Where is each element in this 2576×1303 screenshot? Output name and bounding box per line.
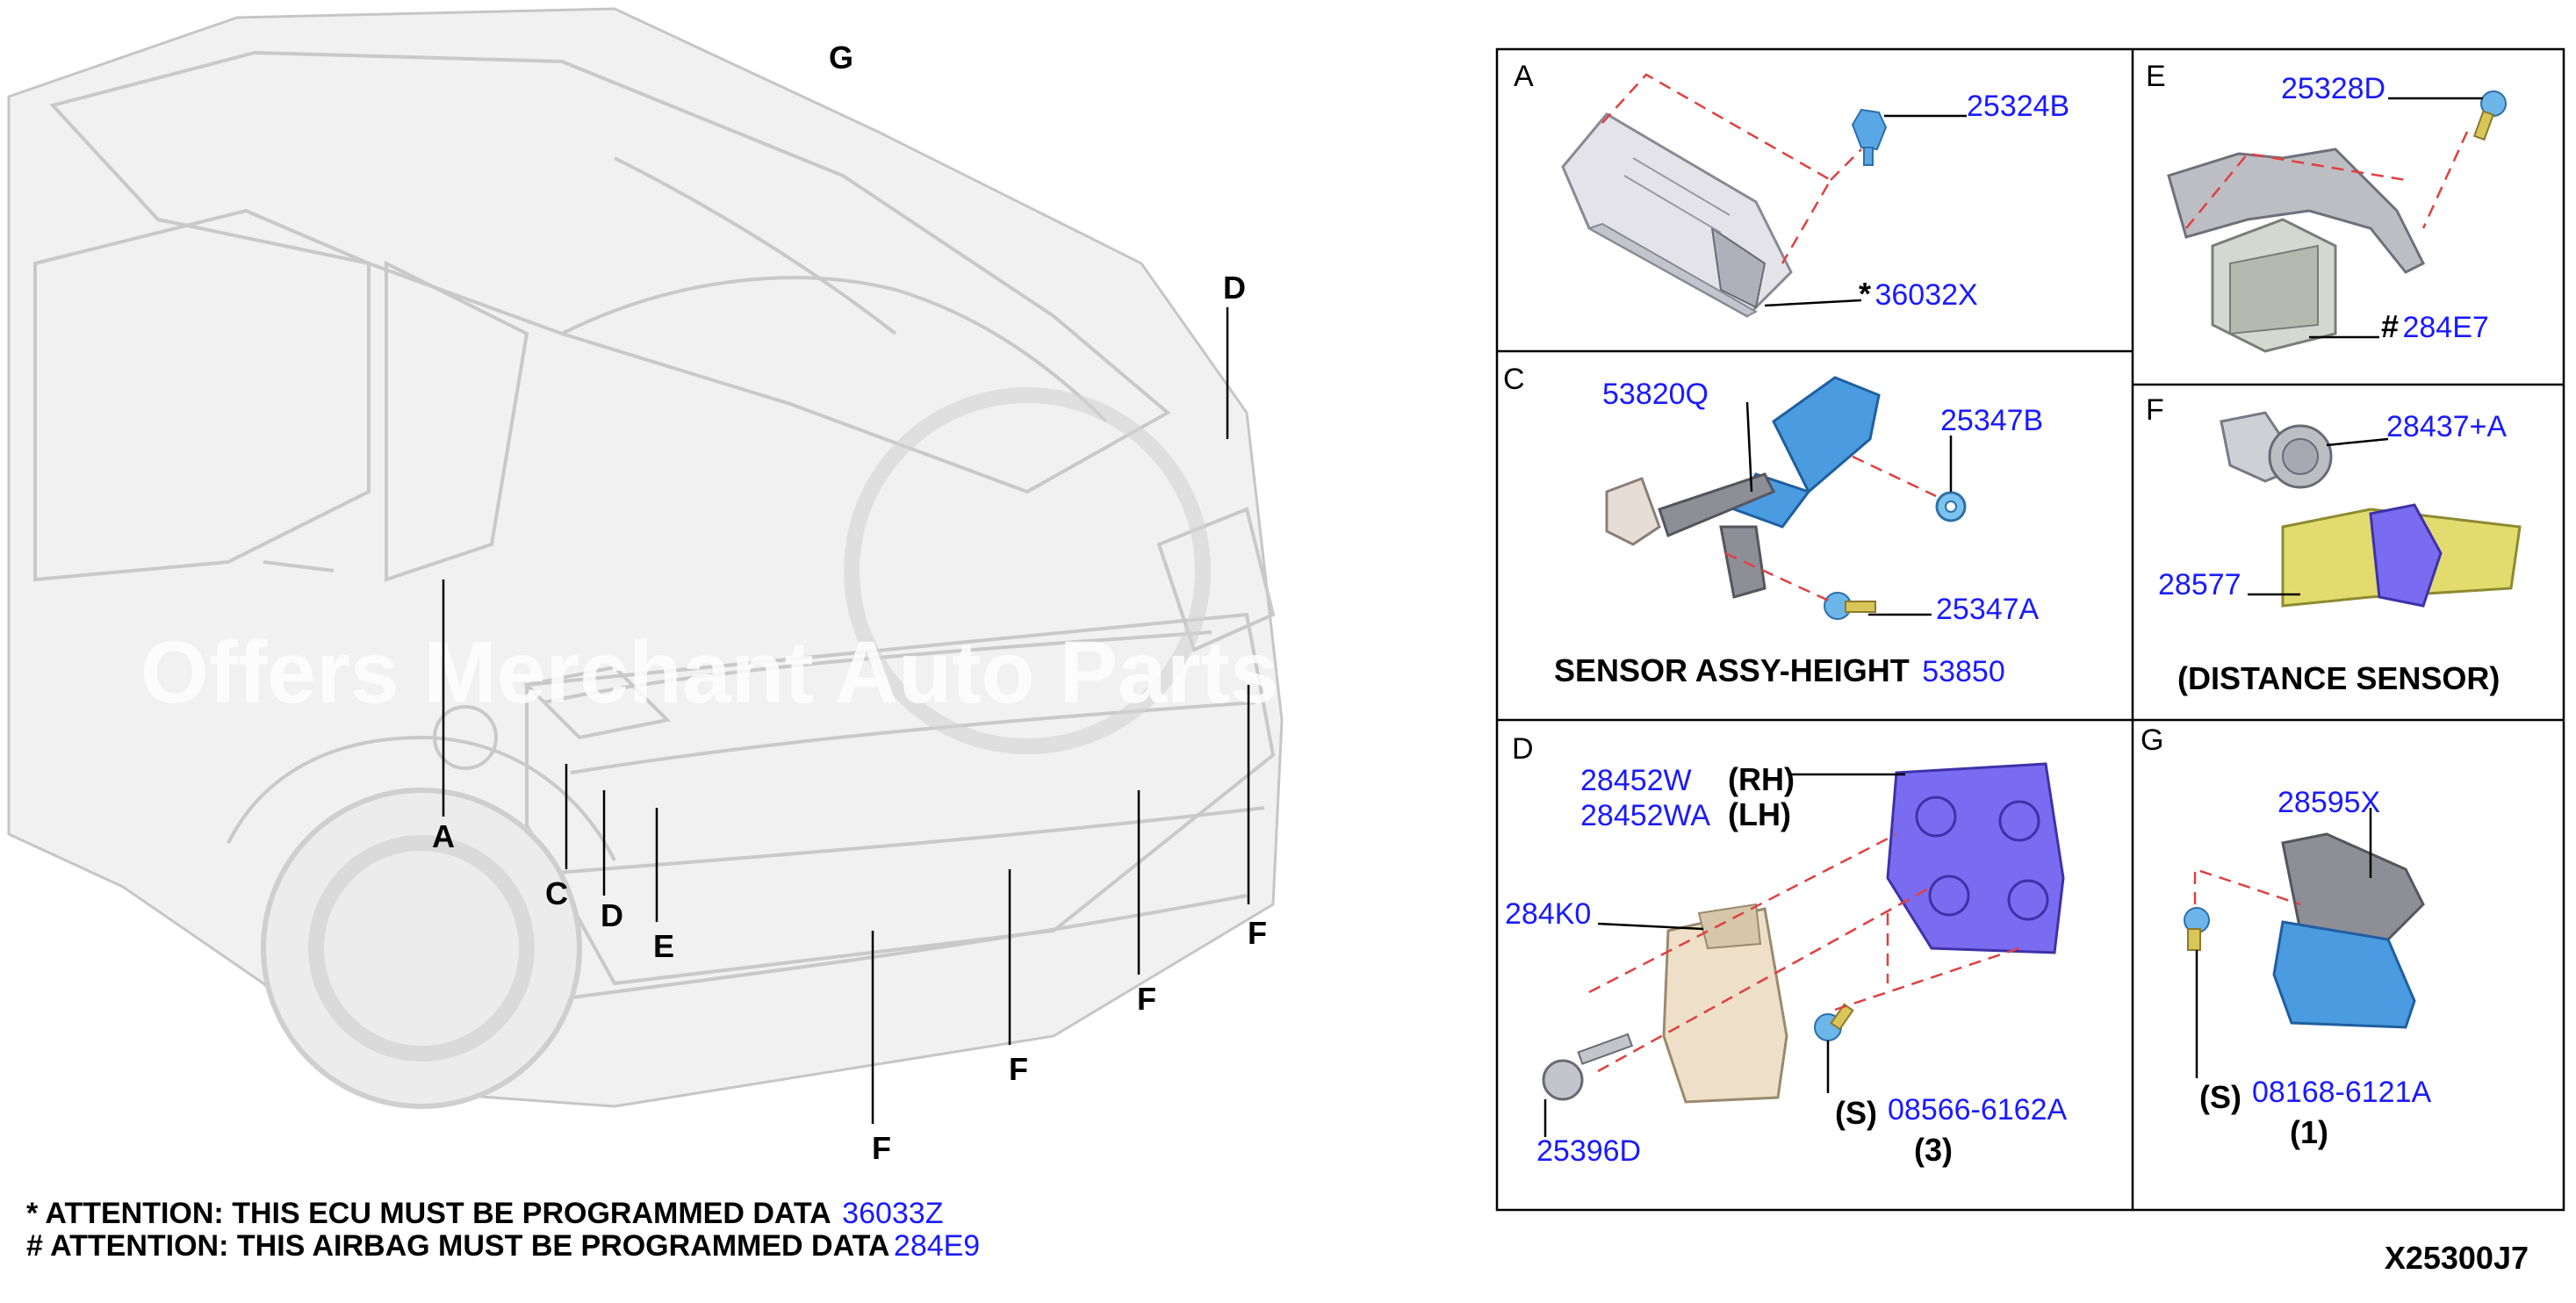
panel-c-caption-line: SENSOR ASSY-HEIGHT 53850 bbox=[1554, 652, 2005, 688]
panel-g-part-unit: 28595X bbox=[2277, 786, 2380, 819]
attention-ecu: * ATTENTION: THIS ECU MUST BE PROGRAMMED… bbox=[26, 1197, 944, 1230]
callout-f-3: F bbox=[1009, 1051, 1028, 1087]
panel-a-label: A bbox=[1514, 60, 1534, 93]
attention-airbag-text: # ATTENTION: THIS AIRBAG MUST BE PROGRAM… bbox=[26, 1229, 889, 1263]
panel-d: D 28452W (RH) 28452WA bbox=[1505, 732, 2068, 1168]
module-28595x bbox=[2272, 832, 2425, 1029]
panel-f-label: F bbox=[2146, 393, 2164, 427]
panel-f-part-bracket: 28577 bbox=[2158, 568, 2241, 601]
attention-ecu-text: * ATTENTION: THIS ECU MUST BE PROGRAMMED… bbox=[26, 1197, 831, 1230]
panel-c-label: C bbox=[1503, 363, 1525, 396]
panel-a-ecu-callout: * 36032X bbox=[1859, 276, 1978, 312]
bolt-25328d-icon bbox=[2472, 90, 2507, 141]
callout-f-4: F bbox=[872, 1130, 891, 1166]
panel-d-tag-s: (S) bbox=[1835, 1095, 1877, 1131]
panel-e-part-bolt: 25328D bbox=[2281, 72, 2385, 105]
panel-a-ecu-prefix: * bbox=[1859, 276, 1871, 312]
panel-d-qty: (3) bbox=[1914, 1132, 1953, 1168]
attention-ecu-part: 36033Z bbox=[842, 1197, 943, 1230]
panel-a-part-ecu: 36032X bbox=[1874, 278, 1977, 312]
diagram-id: X25300J7 bbox=[2385, 1240, 2529, 1276]
vehicle-callouts: A C D E D G F F F F bbox=[432, 40, 1267, 1166]
panel-c-caption: SENSOR ASSY-HEIGHT bbox=[1554, 652, 1910, 688]
panel-g-qty: (1) bbox=[2290, 1114, 2328, 1150]
panel-c-part-bolt: 25347A bbox=[1936, 593, 2040, 626]
radar-unit bbox=[1662, 903, 1788, 1104]
panel-c-part-nut: 25347B bbox=[1940, 404, 2043, 437]
radar-bracket bbox=[1886, 762, 2065, 954]
panel-e-unit-prefix: # bbox=[2381, 308, 2399, 344]
distance-sensor bbox=[2220, 411, 2333, 489]
attention-airbag: # ATTENTION: THIS AIRBAG MUST BE PROGRAM… bbox=[26, 1229, 980, 1263]
panel-c-part-sensor: 53820Q bbox=[1602, 378, 1709, 411]
panel-a-part-clip: 25324B bbox=[1967, 90, 2069, 123]
callout-f-2: F bbox=[1137, 981, 1156, 1017]
nut-25347b-icon bbox=[1935, 491, 1967, 522]
panel-e-unit-callout: # 284E7 bbox=[2381, 308, 2489, 344]
panel-d-label: D bbox=[1512, 732, 1534, 766]
panel-d-part-bolt: 08566-6162A bbox=[1888, 1093, 2068, 1127]
callout-f-1: F bbox=[1248, 915, 1267, 951]
panel-f: F 28437+A 28577 (DISTANCE SENSOR) bbox=[2146, 393, 2522, 696]
callout-d-bottom: D bbox=[601, 897, 623, 933]
height-sensor bbox=[1605, 376, 1881, 599]
panel-g-tag-s: (S) bbox=[2199, 1079, 2241, 1115]
panel-c-caption-part: 53850 bbox=[1922, 655, 2005, 688]
ecu-module bbox=[1561, 112, 1793, 318]
panel-d-part-unit: 284K0 bbox=[1505, 897, 1591, 931]
bolt-08566-6162a-icon bbox=[1814, 1003, 1854, 1041]
panel-g-part-bolt: 08168-6121A bbox=[2252, 1076, 2432, 1109]
panel-d-tag-lh: (LH) bbox=[1728, 796, 1791, 832]
airbag-module bbox=[2211, 218, 2337, 353]
watermark-text: Offers Merchant Auto Parts bbox=[140, 623, 1279, 722]
callout-a: A bbox=[432, 818, 455, 854]
panel-f-part-sensor: 28437+A bbox=[2386, 410, 2507, 443]
screw-25396d-icon bbox=[1542, 1033, 1634, 1101]
attention-airbag-part: 284E9 bbox=[894, 1229, 980, 1263]
panel-c: C 53820Q 25347B 25347A SENSOR ASSY-HEIGH… bbox=[1503, 363, 2043, 688]
panel-g-label: G bbox=[2141, 723, 2163, 757]
panel-d-part-screw: 25396D bbox=[1536, 1134, 1641, 1168]
bolt-25347a-icon bbox=[1824, 592, 1876, 620]
panel-d-tag-rh: (RH) bbox=[1728, 761, 1795, 797]
bolt-08168-6121a-icon bbox=[2184, 907, 2210, 951]
panel-g: G 28595X (S) 08168-6121A (1) bbox=[2141, 723, 2432, 1150]
callout-c: C bbox=[545, 875, 568, 911]
sensor-bracket bbox=[2281, 503, 2522, 608]
panel-e-part-unit: 284E7 bbox=[2402, 311, 2488, 344]
vehicle-illustration bbox=[7, 7, 1284, 1109]
detail-grid bbox=[1495, 47, 2565, 1212]
callout-d-top: D bbox=[1223, 270, 1246, 306]
callout-e: E bbox=[653, 928, 674, 964]
panel-d-part-lh: 28452WA bbox=[1580, 799, 1710, 832]
clip-25324b-icon bbox=[1851, 108, 1888, 166]
attention-notes: * ATTENTION: THIS ECU MUST BE PROGRAMMED… bbox=[26, 1197, 980, 1263]
panel-e: E 25328D # 284E7 bbox=[2146, 60, 2507, 353]
panel-f-caption: (DISTANCE SENSOR) bbox=[2177, 660, 2500, 696]
panel-d-part-rh: 28452W bbox=[1580, 764, 1692, 797]
panel-e-label: E bbox=[2146, 60, 2166, 93]
callout-g: G bbox=[829, 40, 853, 76]
panel-a: A 25324B * 36032X bbox=[1514, 60, 2069, 318]
